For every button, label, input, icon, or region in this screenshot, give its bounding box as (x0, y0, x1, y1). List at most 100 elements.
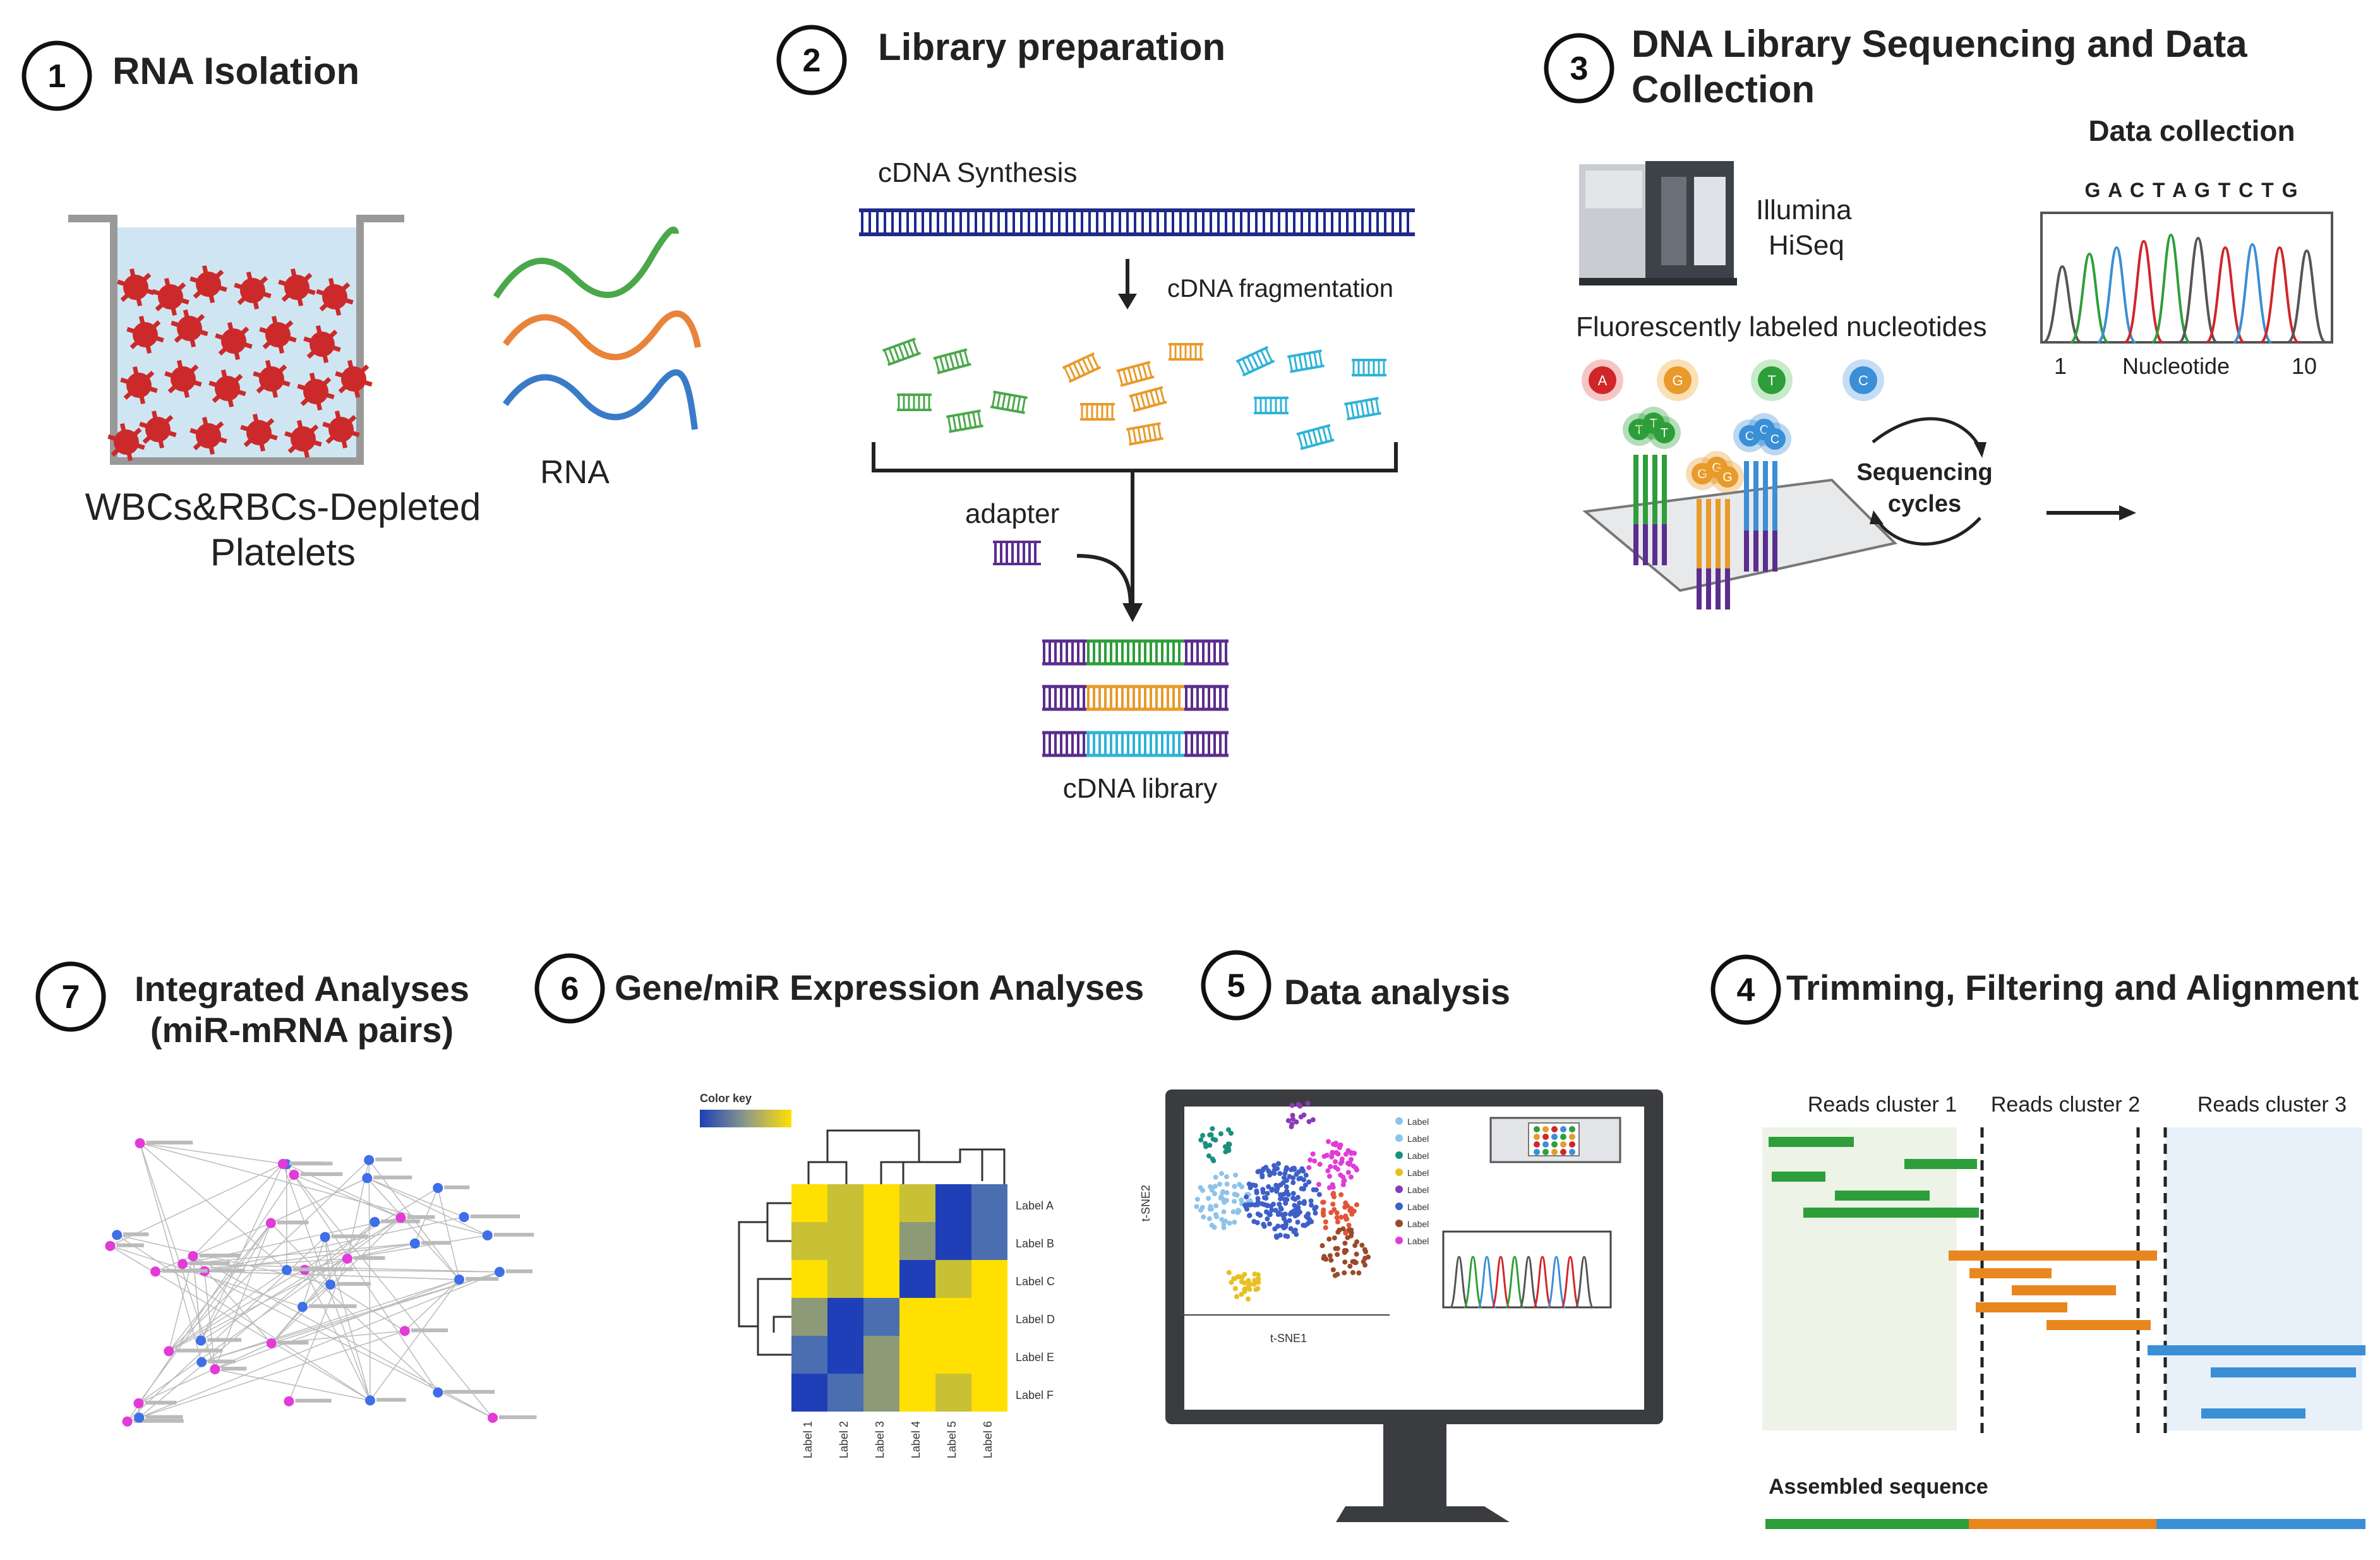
tsne-legend-label: Label (1407, 1151, 1429, 1161)
color-key-label: Color key (700, 1092, 752, 1105)
base-c-icon: C (1842, 359, 1884, 401)
cluster3-region (2165, 1127, 2362, 1431)
culture-well (68, 215, 404, 465)
step2-title: Library preparation (878, 26, 1225, 68)
step1-header: 1 RNA Isolation (21, 40, 359, 111)
platelet-cells (107, 265, 373, 462)
tsne-x-label: t-SNE1 (1270, 1332, 1307, 1345)
svg-text:T: T (1767, 373, 1776, 388)
platelet-cell (240, 413, 278, 452)
svg-text:C: C (1770, 433, 1779, 447)
mir-mrna-network (105, 1138, 537, 1427)
platelet-cell (171, 309, 208, 348)
assembled-orange (1969, 1519, 2156, 1529)
heatmap-col-label: Label 1 (802, 1421, 814, 1458)
step7-title-line1: Integrated Analyses (135, 969, 469, 1009)
fragmentation-arrow (1118, 259, 1137, 309)
platelet-cell (189, 416, 227, 455)
platelet-cell (322, 410, 360, 449)
tsne-legend-label: Label (1407, 1185, 1429, 1195)
step3-title-line1: DNA Library Sequencing and Data (1632, 23, 2247, 65)
mini-chromatogram (1449, 1256, 1594, 1309)
cluster1-label: Reads cluster 1 (1808, 1093, 1957, 1117)
platelet-cell (164, 359, 202, 399)
read-bar (2211, 1367, 2356, 1377)
step3-number: 3 (1570, 51, 1589, 87)
adapter-label: adapter (965, 498, 1059, 529)
svg-text:C: C (1745, 429, 1754, 443)
step1-title: RNA Isolation (112, 50, 359, 92)
sample-label-line2: Platelets (210, 531, 356, 573)
cdna-fragmentation-label: cDNA fragmentation (1167, 275, 1393, 303)
step6-header: 6 Gene/miR Expression Analyses (534, 953, 1144, 1024)
read-bar (2201, 1408, 2305, 1419)
platelet-cell (303, 325, 341, 364)
platelet-cell (278, 268, 316, 307)
heatmap-col-label: Label 2 (838, 1421, 850, 1458)
step7-header: 7 Integrated Analyses (miR-mRNA pairs) (35, 961, 469, 1050)
tsne-legend-label: Label (1407, 1202, 1429, 1212)
platelet-cell (234, 271, 272, 310)
nucleotides-label: Fluorescently labeled nucleotides (1576, 311, 1987, 342)
platelet-cell (152, 277, 189, 316)
step3-title-line2: Collection (1632, 68, 1815, 111)
heatmap-row-label: Label A (1016, 1199, 1054, 1212)
step3-header: 3 DNA Library Sequencing and Data Collec… (1544, 23, 2247, 111)
read-bar (2012, 1285, 2116, 1295)
chromatogram-x-end: 10 (2292, 353, 2317, 379)
mini-flowcell-icon (1489, 1117, 1621, 1163)
instrument-label-line1: Illumina (1756, 195, 1852, 225)
tsne-legend-label: Label (1407, 1134, 1429, 1144)
read-bar (1769, 1137, 1854, 1147)
read-bar (1976, 1302, 2067, 1312)
tsne-legend-label: Label (1407, 1117, 1429, 1127)
rna-label: RNA (540, 454, 610, 491)
platelet-cell (253, 359, 291, 399)
platelet-cell (284, 419, 322, 459)
svg-text:G: G (1722, 471, 1733, 484)
double-strand-cdna (859, 208, 1415, 236)
step2-number: 2 (803, 42, 821, 79)
cluster2-label: Reads cluster 2 (1991, 1093, 2140, 1117)
chromatogram-x-start: 1 (2054, 353, 2067, 379)
step6-number: 6 (561, 971, 579, 1007)
platelet-cell (189, 265, 227, 304)
base-a-icon: A (1582, 359, 1623, 401)
read-bar (2148, 1345, 2365, 1355)
platelet-cell (297, 372, 335, 411)
fragments-bracket (872, 442, 1398, 472)
step4-title: Trimming, Filtering and Alignment (1786, 968, 2359, 1007)
step5-number: 5 (1227, 968, 1246, 1004)
svg-text:T: T (1661, 426, 1668, 440)
tsne-plot (1181, 1101, 1390, 1316)
svg-text:C: C (1858, 373, 1868, 388)
assembled-sequence-label: Assembled sequence (1769, 1475, 1988, 1499)
sample-label-line1: WBCs&RBCs-Depleted (85, 486, 481, 528)
read-bar (1904, 1159, 1977, 1169)
read-bar (1803, 1208, 1979, 1218)
read-bar (1772, 1172, 1825, 1182)
cdna-synthesis-label: cDNA Synthesis (878, 157, 1077, 188)
cdna-fragments (882, 337, 1386, 450)
sequencing-cycle-icon (1870, 417, 1986, 546)
heatmap-row-label: Label E (1016, 1351, 1054, 1364)
step6-title: Gene/miR Expression Analyses (615, 968, 1144, 1007)
svg-text:T: T (1635, 423, 1643, 437)
next-step-arrow (2046, 505, 2136, 520)
tsne-legend-label: Label (1407, 1236, 1429, 1246)
instrument-label-line2: HiSeq (1769, 230, 1844, 261)
base-t-icon: T (1751, 359, 1793, 401)
step5-title: Data analysis (1284, 972, 1510, 1012)
base-g-icon: G (1657, 359, 1698, 401)
read-bar (1969, 1268, 2052, 1278)
chromatogram-x-label: Nucleotide (2122, 353, 2230, 379)
step7-title-line2: (miR-mRNA pairs) (150, 1010, 454, 1050)
platelet-cell (126, 315, 164, 354)
sequencer-machine-icon (1579, 161, 1737, 285)
platelet-cell (335, 359, 373, 399)
platelet-cell (139, 410, 177, 449)
assembled-green (1765, 1519, 1969, 1529)
